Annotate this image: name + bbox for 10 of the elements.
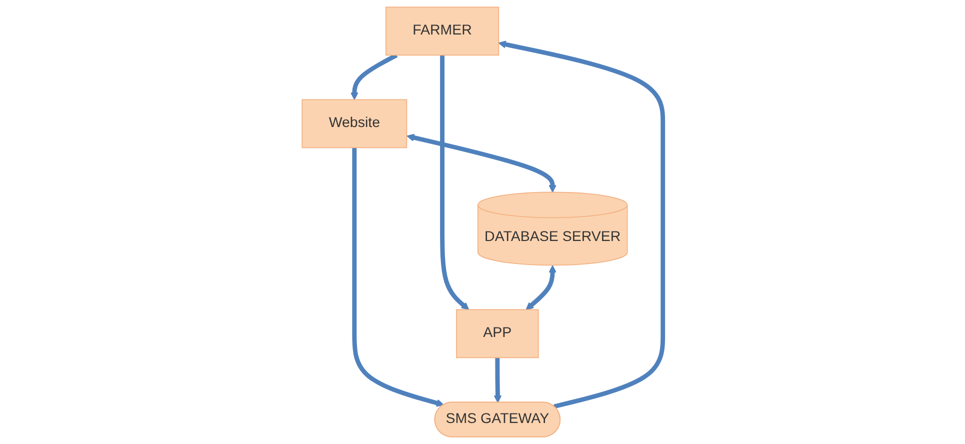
node-box: Website bbox=[302, 99, 408, 148]
node-box: APP bbox=[456, 309, 539, 358]
arrow bbox=[494, 358, 502, 403]
arrow bbox=[352, 148, 444, 407]
arrow bbox=[440, 55, 470, 310]
arrow bbox=[526, 265, 556, 310]
arrow bbox=[350, 53, 398, 100]
arrow bbox=[498, 40, 666, 409]
arrow bbox=[406, 134, 556, 193]
node-box: FARMER bbox=[385, 6, 500, 56]
